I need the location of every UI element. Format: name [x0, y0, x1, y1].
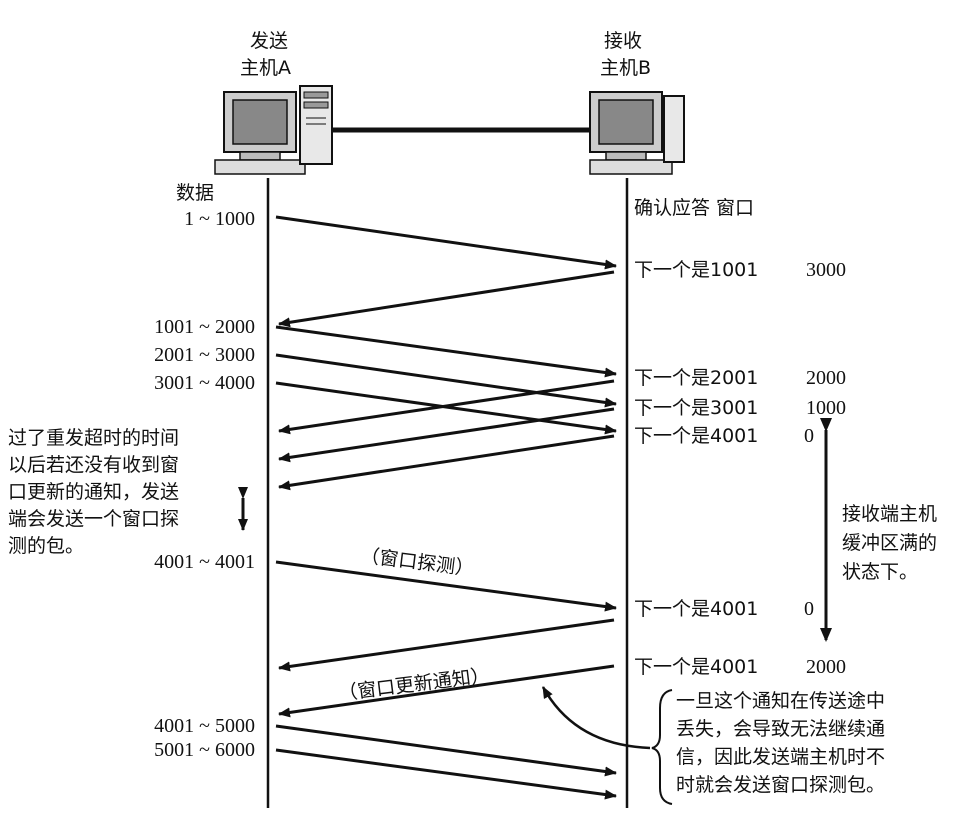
host-b-computer-icon [589, 91, 685, 175]
host-b-title-line2: 主机B [600, 57, 651, 79]
ack-arrow [278, 618, 615, 672]
ack-window-value: 0 [804, 598, 814, 620]
note-line: 接收端主机 [842, 503, 937, 525]
segment-label: 4001 ~ 4001 [154, 551, 255, 573]
segment-label: 2001 ~ 3000 [154, 344, 255, 366]
host-a-title-line1: 发送 [250, 30, 288, 52]
data-arrow [275, 724, 617, 777]
ack-label: 下一个是4001 [634, 598, 758, 620]
ack-label: 下一个是4001 [634, 425, 758, 447]
ack-arrow [278, 434, 615, 491]
data-arrow [275, 215, 617, 270]
note-line: 过了重发超时的时间 [8, 427, 179, 449]
note-line: 测的包。 [8, 535, 84, 557]
segment-label: 4001 ~ 5000 [154, 715, 255, 737]
data-arrow [275, 325, 617, 378]
timeout-note: 过了重发超时的时间 以后若还没有收到窗 口更新的通知，发送 端会发送一个窗口探 … [8, 427, 179, 557]
ack-window-value: 3000 [806, 259, 846, 281]
data-column-header: 数据 [176, 182, 214, 204]
segment-label: 5001 ~ 6000 [154, 739, 255, 761]
message-arrows [275, 215, 617, 800]
ack-window-value: 2000 [806, 656, 846, 678]
data-arrow [275, 748, 617, 800]
ack-arrow [278, 270, 615, 328]
ack-arrow [278, 407, 615, 463]
host-b-title-line1: 接收 [604, 30, 642, 52]
note-line: 丢失，会导致无法继续通 [676, 718, 885, 740]
window-update-label: （窗口更新通知） [337, 665, 491, 705]
ack-window-value: 2000 [806, 367, 846, 389]
note-line: 端会发送一个窗口探 [8, 508, 179, 530]
segment-label: 3001 ~ 4000 [154, 372, 255, 394]
note-line: 以后若还没有收到窗 [8, 454, 179, 476]
host-a-title-line2: 主机A [240, 57, 291, 79]
window-update-arrow [278, 664, 615, 718]
ack-window-value: 1000 [806, 397, 846, 419]
ack-window-value: 0 [804, 425, 814, 447]
host-a-computer-icon [214, 85, 333, 175]
data-arrow [275, 353, 617, 408]
probe-reason-note: 一旦这个通知在传送途中 丢失，会导致无法继续通 信，因此发送端主机时不 时就会发… [676, 690, 885, 796]
ack-label: 下一个是3001 [634, 397, 758, 419]
ack-label: 下一个是4001 [634, 656, 758, 678]
note-line: 缓冲区满的 [842, 532, 937, 554]
note-line: 状态下。 [842, 561, 918, 583]
ack-arrow [278, 379, 615, 435]
note-line: 信，因此发送端主机时不 [676, 746, 885, 768]
ack-label: 下一个是1001 [634, 259, 758, 281]
segment-label: 1001 ~ 2000 [154, 316, 255, 338]
note-line: 时就会发送窗口探测包。 [676, 774, 885, 796]
segment-label: 1 ~ 1000 [184, 208, 255, 230]
buffer-full-note: 接收端主机 缓冲区满的 状态下。 [842, 503, 937, 583]
ack-window-column-header: 确认应答 窗口 [634, 197, 754, 219]
note-bracket [651, 689, 673, 805]
note-line: 口更新的通知，发送 [8, 481, 179, 503]
ack-label: 下一个是2001 [634, 367, 758, 389]
window-probe-arrow [275, 560, 617, 612]
curved-pointer-arrow [541, 686, 651, 750]
note-line: 一旦这个通知在传送途中 [676, 690, 885, 712]
